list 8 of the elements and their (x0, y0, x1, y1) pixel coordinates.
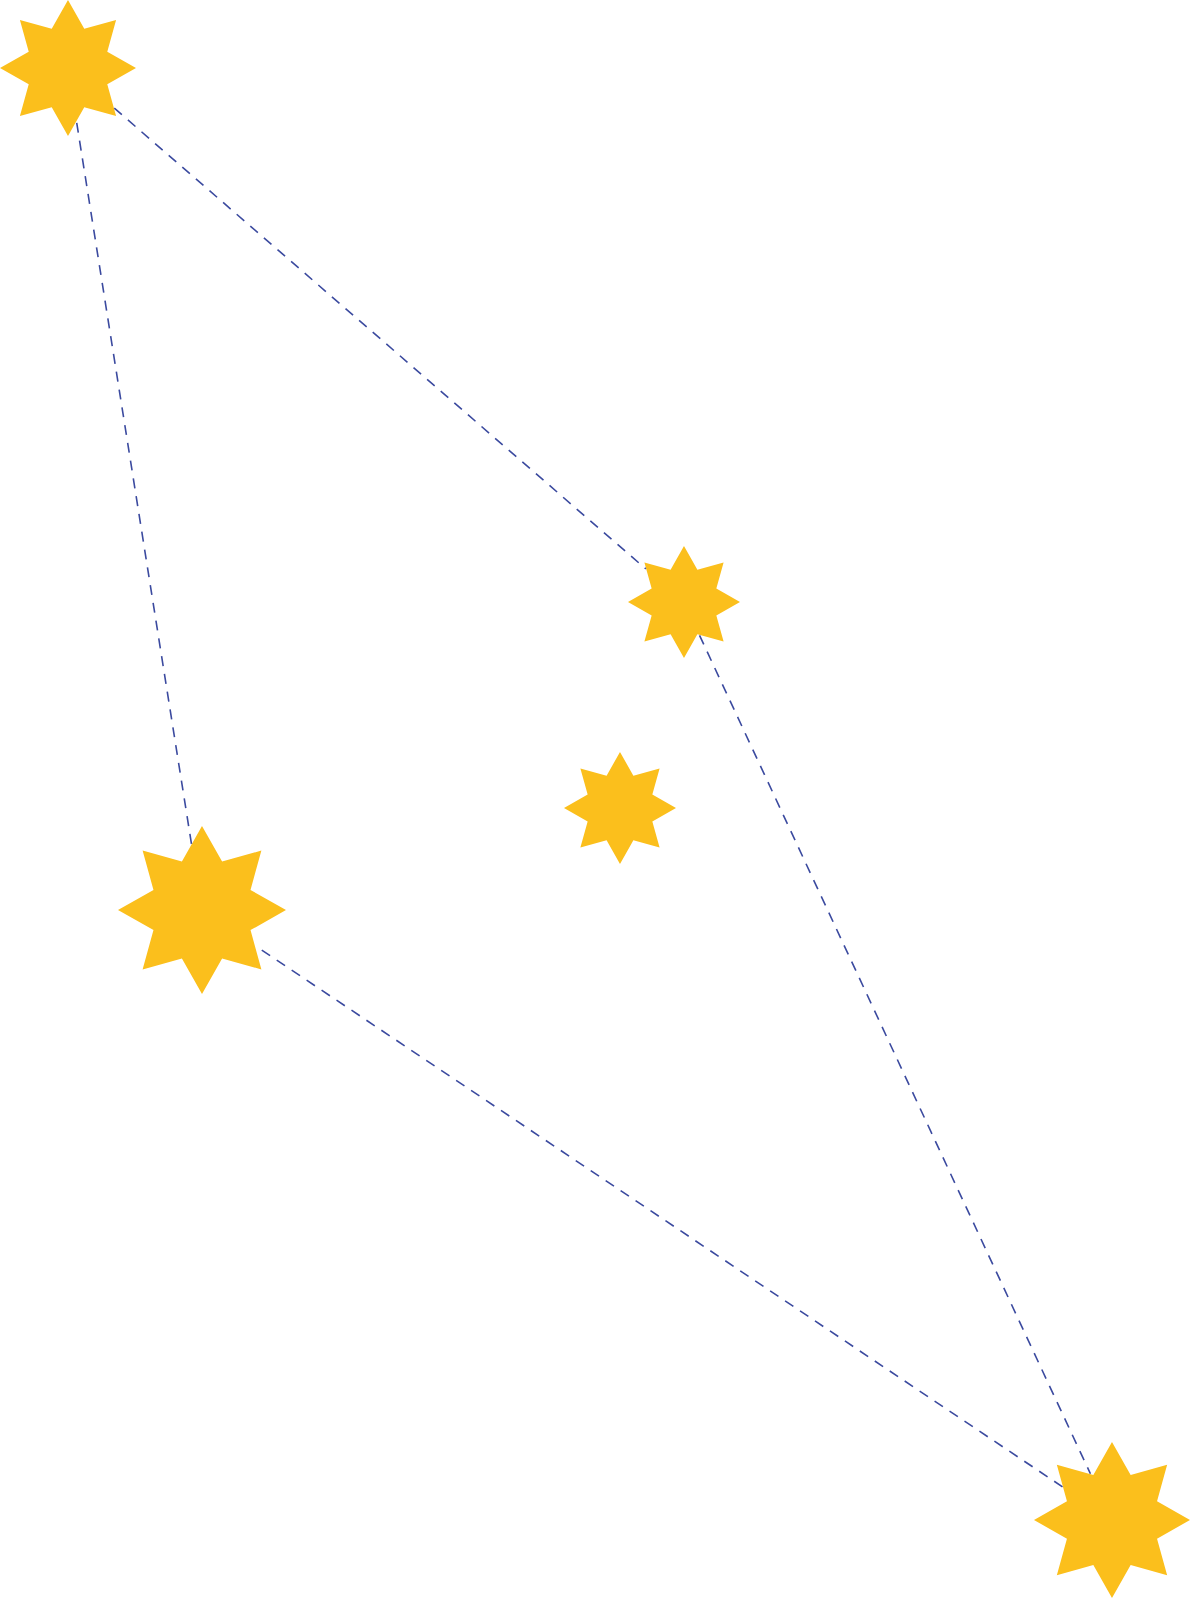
dashed-line (75, 120, 193, 845)
dashed-line (113, 107, 647, 570)
dashed-line (698, 634, 1092, 1475)
star-shape (628, 546, 740, 658)
star-shape (564, 752, 676, 864)
star-shape (0, 0, 136, 136)
star-shape (118, 826, 286, 994)
star-shape (1034, 1442, 1190, 1598)
